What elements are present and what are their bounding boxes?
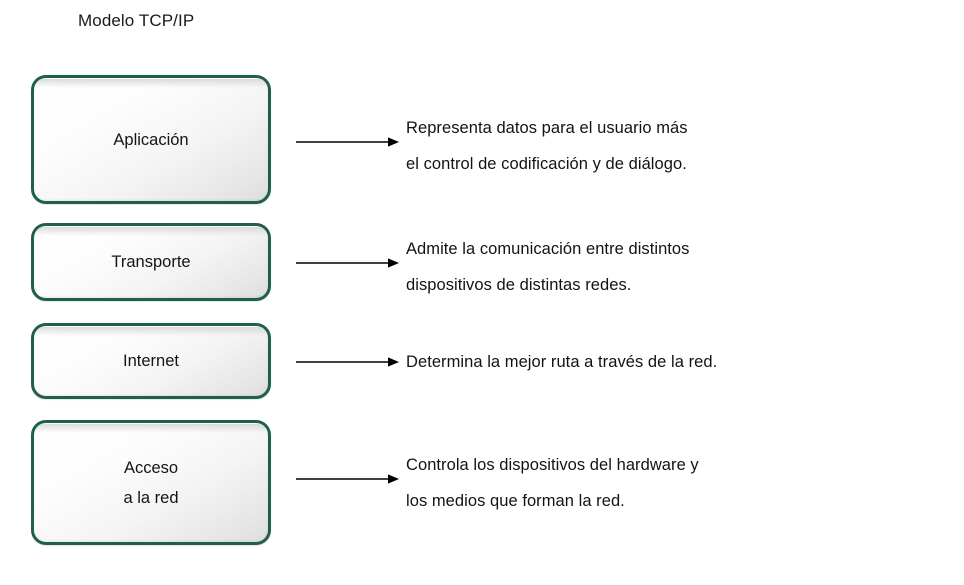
description-line: Admite la comunicación entre distintos: [406, 240, 690, 258]
layer-label-internet: Internet: [123, 352, 179, 370]
layer-box-application[interactable]: Aplicación: [31, 75, 271, 204]
layer-label-network-access-line2: a la red: [123, 488, 179, 507]
layer-label-transport: Transporte: [111, 253, 191, 271]
arrow-internet: [294, 355, 400, 369]
arrow-network-access: [294, 472, 400, 486]
layer-label-application: Aplicación: [113, 130, 189, 149]
arrow-transport: [294, 256, 400, 270]
description-line: los medios que forman la red.: [406, 492, 625, 510]
layer-label-network-access-line1: Acceso: [123, 458, 179, 477]
arrow-application: [294, 135, 400, 149]
description-line: el control de codificación y de diálogo.: [406, 155, 687, 173]
description-line: Determina la mejor ruta a través de la r…: [406, 353, 718, 371]
layer-box-internet[interactable]: Internet: [31, 323, 271, 399]
description-line: Representa datos para el usuario más: [406, 119, 688, 137]
description-transport: Admite la comunicación entre distintos d…: [406, 231, 936, 303]
layer-box-network-access[interactable]: Acceso a la red: [31, 420, 271, 545]
page-title: Modelo TCP/IP: [78, 11, 195, 30]
description-line: Controla los dispositivos del hardware y: [406, 456, 699, 474]
description-network-access: Controla los dispositivos del hardware y…: [406, 447, 936, 519]
description-internet: Determina la mejor ruta a través de la r…: [406, 344, 936, 380]
layer-box-transport[interactable]: Transporte: [31, 223, 271, 301]
description-application: Representa datos para el usuario más el …: [406, 110, 936, 182]
description-line: dispositivos de distintas redes.: [406, 276, 632, 294]
